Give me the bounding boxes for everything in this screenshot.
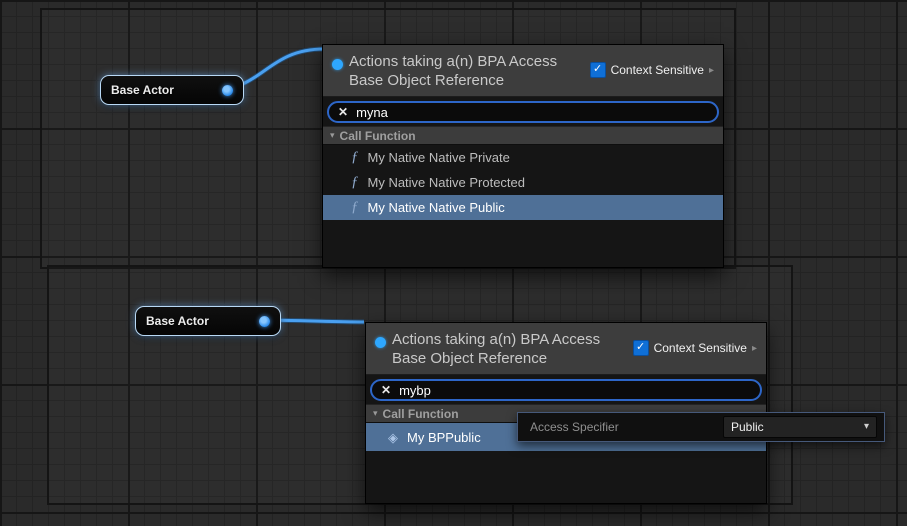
context-sensitive-label: Context Sensitive bbox=[610, 63, 704, 77]
menu-header: Actions taking a(n) BPA Access Base Obje… bbox=[323, 45, 723, 97]
graph-region-top bbox=[40, 8, 736, 269]
submenu-arrow-icon[interactable]: ▸ bbox=[751, 342, 757, 354]
context-menu-bottom: Actions taking a(n) BPA Access Base Obje… bbox=[365, 322, 767, 504]
menu-item-label: My Native Native Public bbox=[367, 200, 505, 215]
node-base-actor-bottom[interactable]: Base Actor bbox=[135, 306, 281, 336]
menu-title: Actions taking a(n) BPA Access Base Obje… bbox=[349, 53, 558, 89]
function-icon: ƒ bbox=[351, 174, 359, 190]
search-input[interactable]: ✕ myna bbox=[327, 101, 719, 123]
menu-item-my-native-native-protected[interactable]: ƒ My Native Native Protected bbox=[323, 170, 723, 195]
collapse-caret-icon[interactable]: ▾ bbox=[330, 130, 335, 140]
context-sensitive-label: Context Sensitive bbox=[653, 341, 747, 355]
category-label: Call Function bbox=[382, 406, 459, 421]
context-sensitive-checkbox[interactable]: ✓ bbox=[632, 340, 649, 356]
object-pin-icon bbox=[375, 337, 386, 348]
node-title: Base Actor bbox=[146, 314, 209, 328]
search-value: myna bbox=[356, 104, 388, 120]
dropdown-value: Public bbox=[731, 420, 764, 434]
context-sensitive-toggle[interactable]: ✓ Context Sensitive ▸ bbox=[589, 62, 714, 78]
object-pin-icon bbox=[332, 59, 343, 70]
context-sensitive-checkbox[interactable]: ✓ bbox=[589, 62, 606, 78]
search-input[interactable]: ✕ mybp bbox=[370, 379, 762, 401]
context-sensitive-toggle[interactable]: ✓ Context Sensitive ▸ bbox=[632, 340, 757, 356]
node-base-actor-top[interactable]: Base Actor bbox=[100, 75, 244, 105]
search-value: mybp bbox=[399, 382, 431, 398]
menu-item-my-native-native-public[interactable]: ƒ My Native Native Public bbox=[323, 195, 723, 220]
clear-search-icon[interactable]: ✕ bbox=[338, 105, 349, 119]
function-icon: ƒ bbox=[351, 149, 359, 165]
blueprint-function-icon: ◈ bbox=[388, 429, 398, 445]
dropdown-chevron-icon: ▾ bbox=[863, 421, 869, 432]
access-specifier-dropdown[interactable]: Public ▾ bbox=[723, 416, 877, 438]
context-menu-top: Actions taking a(n) BPA Access Base Obje… bbox=[322, 44, 724, 268]
clear-search-icon[interactable]: ✕ bbox=[381, 383, 392, 397]
category-label: Call Function bbox=[339, 128, 416, 143]
collapse-caret-icon[interactable]: ▾ bbox=[373, 408, 378, 418]
menu-item-label: My BPPublic bbox=[407, 429, 481, 445]
access-specifier-label: Access Specifier bbox=[530, 420, 619, 434]
menu-title: Actions taking a(n) BPA Access Base Obje… bbox=[392, 331, 601, 367]
menu-item-label: My Native Native Private bbox=[367, 150, 510, 165]
submenu-arrow-icon[interactable]: ▸ bbox=[708, 64, 714, 76]
function-icon: ƒ bbox=[351, 199, 359, 215]
menu-item-label: My Native Native Protected bbox=[367, 175, 526, 190]
access-specifier-tooltip: Access Specifier Public ▾ bbox=[517, 412, 885, 442]
object-output-pin[interactable] bbox=[259, 315, 270, 327]
menu-item-my-native-native-private[interactable]: ƒ My Native Native Private bbox=[323, 145, 723, 170]
menu-header: Actions taking a(n) BPA Access Base Obje… bbox=[366, 323, 766, 375]
object-output-pin[interactable] bbox=[222, 84, 233, 96]
category-call-function[interactable]: ▾ Call Function bbox=[323, 126, 723, 145]
node-title: Base Actor bbox=[111, 83, 174, 97]
